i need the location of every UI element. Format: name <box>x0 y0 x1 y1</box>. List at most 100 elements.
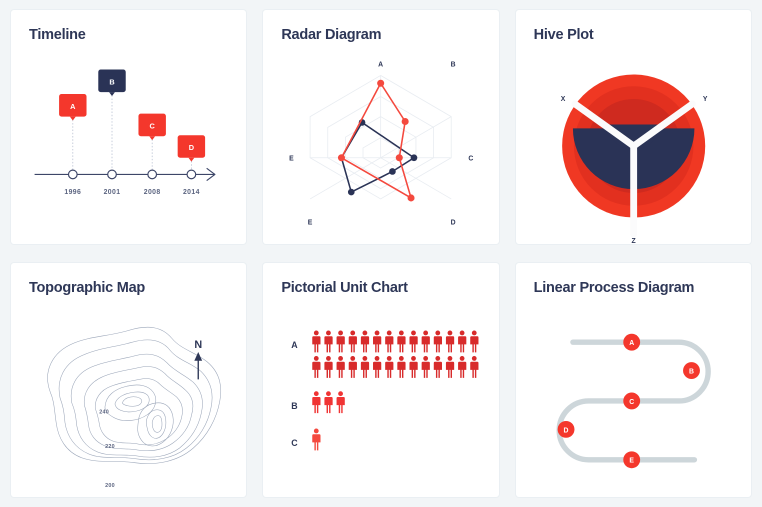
timeline-chart-body: A B C D <box>11 48 246 244</box>
topo-contour-label-200: 200 <box>105 483 115 489</box>
hive-navy-core <box>607 124 659 150</box>
process-node-c-label: C <box>629 399 634 406</box>
timeline-badge-b[interactable]: B <box>98 69 126 97</box>
pictorial-row-b <box>312 391 346 414</box>
radar-axis-label-b: B <box>451 62 456 69</box>
radar-point-navy-3[interactable] <box>389 168 397 175</box>
hive-axis-label-x: X <box>560 96 565 103</box>
hive-chart-body: X Y Z <box>516 48 751 244</box>
radar-axis-label-e1: E <box>308 219 313 226</box>
topo-contour-3 <box>70 353 203 458</box>
hive-axes <box>571 100 696 238</box>
process-node-e[interactable]: E <box>622 451 640 469</box>
process-node-e-label: E <box>629 458 634 465</box>
radar-axis-label-d: D <box>451 219 456 226</box>
process-node-a-label: A <box>629 340 634 347</box>
card-hive-plot: Hive Plot X Y <box>515 10 751 244</box>
topo-summit-left-3 <box>122 396 143 407</box>
page-title-topo: Topographic Map <box>29 280 146 296</box>
radar-point-navy-2[interactable] <box>410 154 418 162</box>
timeline-badge-c-label: C <box>150 121 156 130</box>
topo-chart-body: 240 220 200 N <box>11 301 246 497</box>
radar-chart-body: A B C D E E <box>263 48 498 244</box>
page-title-radar: Radar Diagram <box>281 27 382 43</box>
card-linear-process-diagram: Linear Process Diagram A B <box>515 263 751 497</box>
topo-summit-right-3 <box>151 415 163 433</box>
timeline-badge-c[interactable]: C <box>138 113 166 141</box>
radar-axis-label-c: C <box>469 156 474 163</box>
pictorial-chart-body: A B C <box>263 301 498 497</box>
pictorial-row-label-b: B <box>292 401 298 411</box>
timeline-year-2001: 2001 <box>104 189 121 196</box>
pictorial-svg: A B C <box>292 330 479 451</box>
timeline-year-2014: 2014 <box>183 189 200 196</box>
process-node-d-label: D <box>563 427 568 434</box>
pictorial-row-a <box>312 330 479 378</box>
process-node-d[interactable]: D <box>557 420 575 438</box>
process-node-c[interactable]: C <box>622 392 640 410</box>
timeline-svg: A B C D <box>34 69 216 196</box>
timeline-axis <box>34 167 216 181</box>
timeline-stems <box>72 92 192 175</box>
radar-series-red <box>338 79 415 202</box>
timeline-node-2014[interactable] <box>186 169 197 180</box>
page-title-hive: Hive Plot <box>533 27 594 43</box>
card-radar-diagram: Radar Diagram <box>263 10 499 244</box>
radar-point-red-b[interactable] <box>401 117 410 126</box>
process-node-b-label: B <box>689 369 694 376</box>
hive-svg: X Y Z <box>560 74 708 244</box>
page-title-timeline: Timeline <box>29 27 86 43</box>
timeline-badge-d-label: D <box>189 143 194 152</box>
pictorial-row-label-c: C <box>292 438 299 448</box>
north-arrow-icon: N <box>194 339 202 380</box>
hive-axis-x[interactable] <box>571 100 637 150</box>
hive-axis-y[interactable] <box>629 100 696 150</box>
timeline-year-2008: 2008 <box>144 189 161 196</box>
process-node-a[interactable]: A <box>622 333 640 351</box>
topo-contour-label-220: 220 <box>105 444 115 450</box>
topo-summit-right-1 <box>137 402 174 447</box>
timeline-nodes[interactable] <box>67 169 197 180</box>
timeline-node-2001[interactable] <box>107 169 117 180</box>
process-node-b[interactable]: B <box>682 362 700 380</box>
timeline-badge-b-label: B <box>109 77 114 86</box>
timeline-badge-d[interactable]: D <box>177 135 206 162</box>
radar-spokes <box>310 75 452 200</box>
process-chart-body: A B C D E <box>516 301 751 497</box>
north-label: N <box>194 339 202 351</box>
radar-point-red-a[interactable] <box>377 79 385 87</box>
card-timeline: Timeline <box>11 10 247 244</box>
process-nodes[interactable]: A B C D E <box>557 333 700 469</box>
timeline-badge-a-label: A <box>70 102 76 111</box>
radar-axis-label-e2: E <box>290 156 295 163</box>
timeline-year-1996: 1996 <box>64 189 81 196</box>
card-topographic-map: Topographic Map <box>11 263 247 497</box>
radar-point-navy-4[interactable] <box>348 188 355 196</box>
topo-contours <box>47 326 221 464</box>
page-title-pictorial: Pictorial Unit Chart <box>281 280 408 296</box>
topo-summit-left-2 <box>114 391 150 413</box>
topo-contour-label-240: 240 <box>99 410 109 416</box>
card-pictorial-unit-chart: Pictorial Unit Chart A B C <box>263 263 499 497</box>
topo-summit-left-1 <box>104 384 157 421</box>
radar-point-red-d[interactable] <box>407 194 415 202</box>
radar-svg: A B C D E E <box>290 62 474 227</box>
hive-axis-label-y: Y <box>703 96 708 103</box>
topo-summit-right-2 <box>146 409 167 439</box>
radar-point-red-e[interactable] <box>338 154 346 162</box>
radar-axis-label-a: A <box>379 62 384 69</box>
pictorial-row-c <box>312 428 321 451</box>
topo-contour-4 <box>83 366 194 451</box>
topo-contour-outer <box>47 326 221 464</box>
timeline-node-1996[interactable] <box>67 169 78 180</box>
radar-point-red-c[interactable] <box>396 154 404 162</box>
timeline-node-2008[interactable] <box>147 169 158 180</box>
topo-contour-2 <box>58 339 213 461</box>
pictorial-row-label-a: A <box>292 340 299 350</box>
page-title-process: Linear Process Diagram <box>533 280 695 296</box>
timeline-badge-a[interactable]: A <box>59 94 87 121</box>
topo-svg: 240 220 200 N <box>47 326 221 489</box>
topo-contour-5 <box>95 378 183 446</box>
process-svg: A B C D E <box>556 333 711 469</box>
